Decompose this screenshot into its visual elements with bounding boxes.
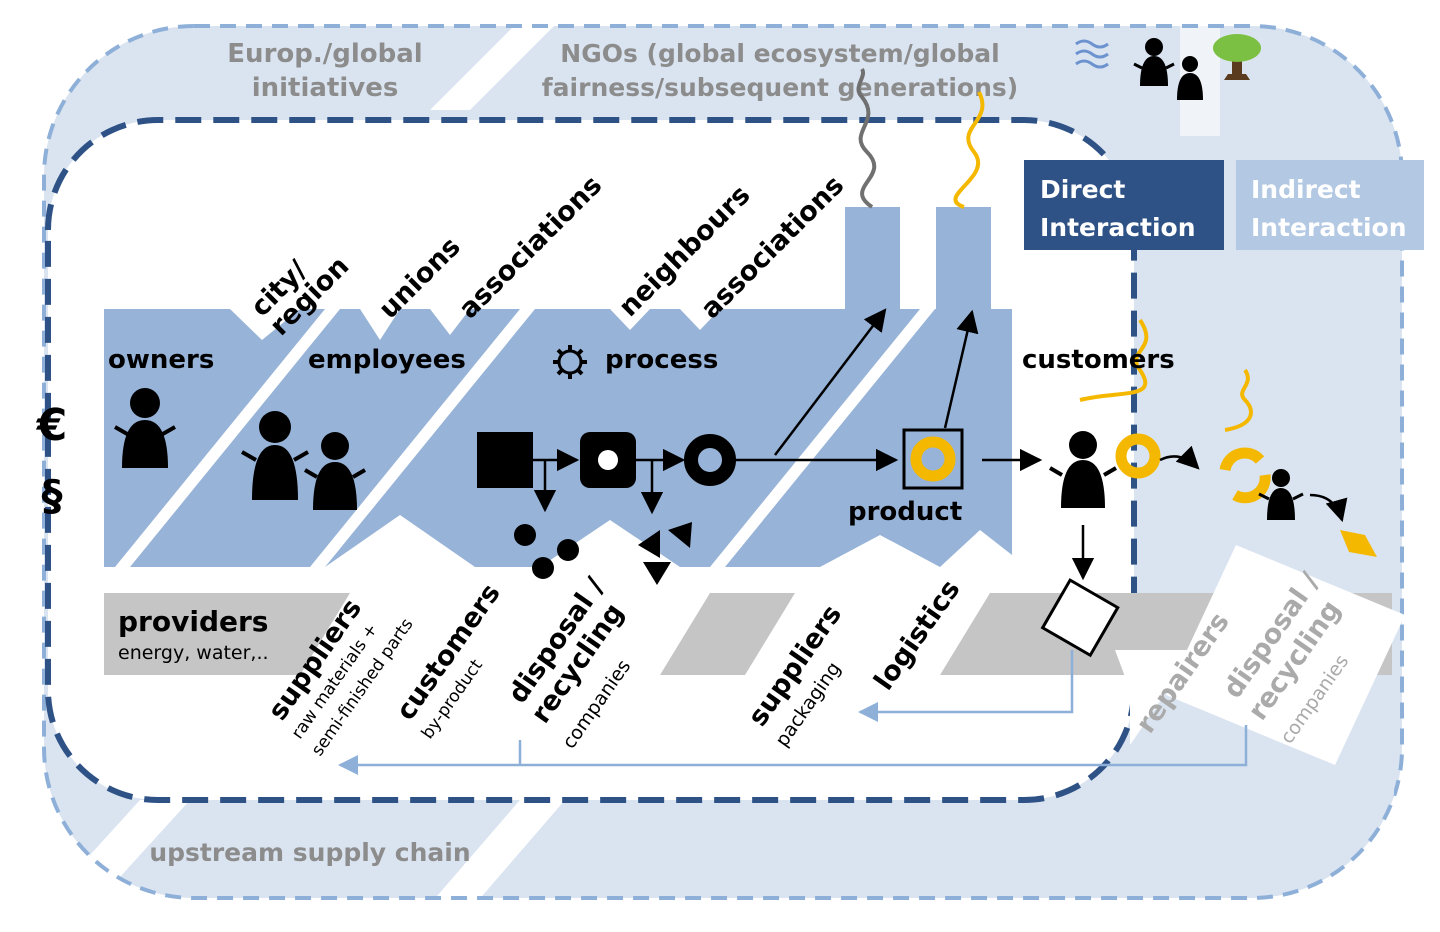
product-box [902, 428, 964, 490]
indirect-header-line1: Indirect [1251, 175, 1361, 204]
person-icon [303, 432, 367, 510]
upstream-supply-chain-label: upstream supply chain [149, 838, 470, 867]
direct-header-line2: Interaction [1040, 213, 1196, 242]
smoke-icon [856, 67, 877, 209]
owners-label: owners [108, 345, 214, 375]
byproduct-dots [514, 524, 579, 579]
product-ring [1115, 433, 1161, 479]
ngos-label-line1: NGOs (global ecosystem/global [560, 39, 999, 68]
semi-finished-part [580, 432, 636, 488]
process-label: process [605, 345, 718, 375]
packaging-box [1040, 578, 1120, 658]
person-icon [1133, 38, 1175, 86]
tree-icon [1213, 34, 1261, 80]
byproduct-triangles [638, 522, 692, 585]
repairers-box [1115, 650, 1195, 745]
person-icon [1258, 469, 1304, 520]
direct-interaction-header [1024, 160, 1224, 250]
direct-header-line1: Direct [1040, 175, 1125, 204]
smoke-icon [1079, 318, 1149, 402]
indirect-disposal-box [1166, 545, 1405, 765]
gear-icon [553, 345, 587, 379]
section-symbol: § [42, 471, 63, 520]
providers-band [104, 593, 350, 675]
europe-global-label-line1: Europ./global [227, 39, 422, 69]
smoke-icon [953, 91, 985, 209]
indirect-interaction-header [1236, 160, 1424, 250]
product-fragment [1340, 530, 1377, 557]
broken-product-ring [1219, 447, 1271, 504]
person-icon [1177, 56, 1203, 100]
gray-band-middle [660, 593, 795, 675]
product-label: product [848, 497, 962, 527]
smoke-icon [1224, 368, 1253, 432]
customers-label: customers [1022, 345, 1175, 375]
person-icon [114, 388, 176, 468]
euro-symbol: € [36, 400, 68, 451]
europe-global-label-line2: initiatives [252, 73, 399, 103]
providers-subtitle: energy, water,.. [118, 642, 269, 664]
raw-material-square [477, 432, 533, 488]
providers-label: providers [118, 605, 268, 638]
finished-part-ring [684, 434, 736, 486]
indirect-header-line2: Interaction [1251, 213, 1407, 242]
person-icon [241, 411, 309, 500]
water-waves-icon [1075, 39, 1109, 69]
person-icon [1048, 431, 1118, 508]
ngos-label-line2: fairness/subsequent generations) [542, 73, 1018, 102]
employees-label: employees [308, 345, 466, 375]
